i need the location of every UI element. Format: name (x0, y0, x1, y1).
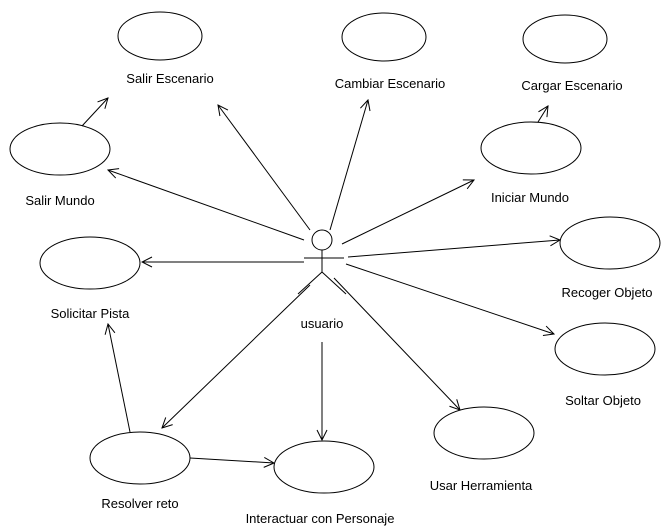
assoc-salir-mundo (108, 170, 305, 241)
use-case-salir-mundo-label: Salir Mundo (25, 193, 94, 208)
assoc-soltar-objeto (345, 263, 554, 334)
rel-salir-mundo-to-salir-escenario (81, 98, 108, 127)
actor-usuario-label: usuario (301, 316, 344, 331)
use-case-usar-herramienta-label: Usar Herramienta (430, 478, 533, 493)
rel-iniciar-mundo-to-cargar-escenario (537, 106, 548, 123)
use-case-iniciar-mundo-label: Iniciar Mundo (491, 190, 569, 205)
rel-resolver-reto-to-interactuar (189, 458, 274, 463)
use-case-interactuar-con-personaje-ellipse (273, 440, 375, 494)
use-case-cambiar-escenario-label: Cambiar Escenario (335, 76, 446, 91)
assoc-cambiar-escenario (329, 100, 368, 231)
actor-head (311, 229, 333, 251)
use-case-soltar-objeto-ellipse (554, 322, 656, 376)
use-case-salir-mundo-ellipse (9, 122, 111, 176)
use-case-solicitar-pista-label: Solicitar Pista (51, 306, 131, 321)
use-case-recoger-objeto-label: Recoger Objeto (561, 285, 652, 300)
assoc-iniciar-mundo (341, 180, 474, 245)
use-case-iniciar-mundo-ellipse (480, 121, 582, 175)
use-case-cargar-escenario-ellipse (522, 14, 608, 64)
use-case-cambiar-escenario-ellipse (341, 12, 427, 62)
use-case-resolver-reto-ellipse (89, 431, 191, 485)
assoc-recoger-objeto (347, 240, 560, 258)
use-case-salir-escenario-label: Salir Escenario (126, 71, 213, 86)
use-case-resolver-reto-label: Resolver reto (101, 496, 178, 511)
actor-left-leg (297, 271, 323, 295)
use-case-interactuar-con-personaje-label: Interactuar con Personaje (246, 511, 395, 526)
use-case-usar-herramienta-ellipse (433, 406, 535, 460)
actor-right-leg (321, 271, 347, 295)
assoc-usar-herramienta (333, 277, 460, 410)
use-case-salir-escenario-ellipse (117, 11, 203, 61)
rel-resolver-reto-to-solicitar-pista (108, 324, 131, 433)
assoc-resolver-reto (162, 284, 311, 428)
use-case-cargar-escenario-label: Cargar Escenario (521, 78, 622, 93)
use-case-soltar-objeto-label: Soltar Objeto (565, 393, 641, 408)
assoc-salir-escenario (218, 105, 311, 231)
use-case-solicitar-pista-ellipse (39, 236, 141, 290)
actor-usuario-figure (297, 229, 347, 295)
use-case-recoger-objeto-ellipse (559, 216, 661, 270)
